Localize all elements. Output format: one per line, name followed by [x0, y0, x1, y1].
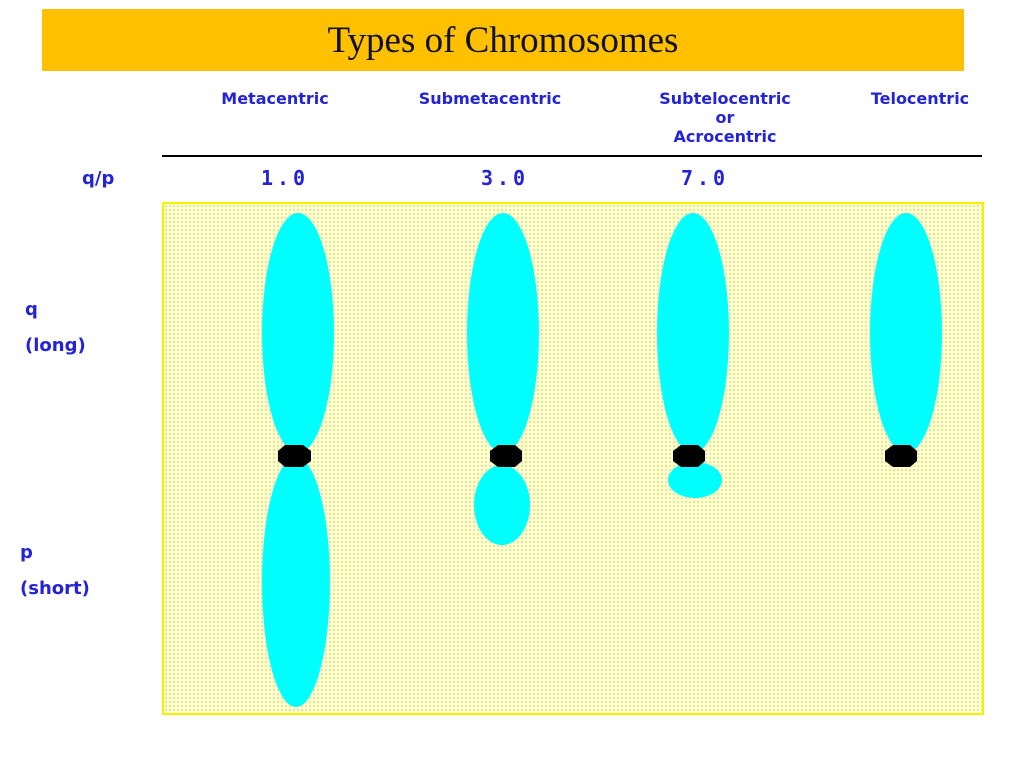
column-header-line: Acrocentric: [673, 127, 777, 146]
title-bar: Types of Chromosomes: [42, 9, 964, 71]
q-label: q: [25, 299, 38, 320]
telocentric-q-arm: [870, 213, 942, 453]
submetacentric-p-arm: [474, 465, 530, 545]
p-desc-label: (short): [20, 578, 90, 599]
column-header-line: Subtelocentric: [659, 89, 791, 108]
slide-title: Types of Chromosomes: [327, 19, 679, 61]
metacentric-p-arm: [262, 457, 330, 707]
metacentric-q-arm: [262, 213, 334, 453]
q-desc-label: (long): [25, 335, 86, 356]
column-header-submetacentric: Submetacentric: [380, 89, 600, 108]
submetacentric-centromere: [490, 445, 522, 467]
column-header-line: Metacentric: [221, 89, 329, 108]
p-label: p: [20, 542, 33, 563]
q-arm-label: q (long): [25, 292, 86, 364]
submetacentric-q-arm: [467, 213, 539, 453]
subtelocentric-centromere: [673, 445, 705, 467]
ratio-submetacentric: 3.0: [480, 166, 530, 190]
column-header-line: Telocentric: [870, 89, 970, 108]
subtelocentric-p-arm: [668, 462, 722, 498]
metacentric-centromere: [278, 445, 311, 467]
telocentric-centromere: [885, 445, 917, 467]
subtelocentric-q-arm: [657, 213, 729, 453]
column-header-subtelocentric: Subtelocentric or Acrocentric: [620, 89, 830, 146]
column-header-telocentric: Telocentric: [840, 89, 1000, 108]
column-header-line: or: [715, 108, 735, 127]
ratio-label: q/p: [82, 168, 115, 189]
column-header-metacentric: Metacentric: [190, 89, 360, 108]
column-header-line: Submetacentric: [418, 89, 562, 108]
ratio-subtelocentric: 7.0: [680, 166, 730, 190]
header-divider: [162, 155, 982, 157]
ratio-metacentric: 1.0: [260, 166, 310, 190]
p-arm-label: p (short): [20, 535, 90, 607]
